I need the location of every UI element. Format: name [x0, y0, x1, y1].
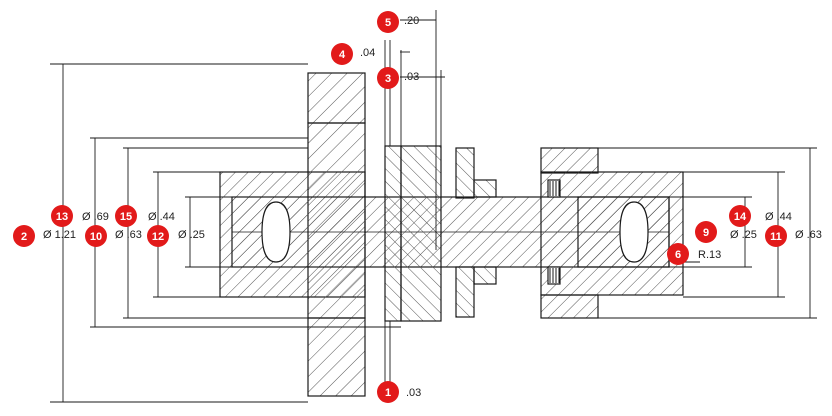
dim-3: .03	[404, 71, 419, 83]
dim-15: Ø .44	[148, 211, 175, 223]
dim-10: Ø .63	[115, 229, 142, 241]
balloon-6-label: 6	[675, 249, 681, 261]
dim-11: Ø .63	[795, 229, 822, 241]
dim-14: Ø .44	[765, 211, 792, 223]
dim-5: .20	[404, 15, 419, 27]
dim-9: Ø .25	[730, 229, 757, 241]
balloon-5: 5	[377, 11, 399, 33]
balloons: 1 2 3 4 5 6 9 10 11 12 13 14 15	[13, 11, 787, 403]
dim-1: .03	[406, 387, 421, 399]
knurl-bottom	[547, 266, 561, 285]
balloon-13-label: 13	[56, 211, 68, 223]
knurl-lines	[549, 181, 560, 283]
left-flange-top	[307, 72, 366, 124]
balloon-14-label: 14	[734, 211, 747, 223]
balloon-15: 15	[115, 205, 137, 227]
dim-4: .04	[360, 47, 375, 59]
dim-13: Ø .69	[82, 211, 109, 223]
balloon-14: 14	[729, 205, 751, 227]
balloon-6: 6	[667, 243, 689, 265]
balloon-15-label: 15	[120, 211, 132, 223]
balloon-12: 12	[147, 225, 169, 247]
middle-gear-bottom	[455, 266, 475, 318]
balloon-11: 11	[765, 225, 787, 247]
knurl-top	[547, 179, 561, 198]
balloon-4: 4	[331, 43, 353, 65]
spacer-middle	[400, 145, 442, 322]
balloon-5-label: 5	[385, 17, 391, 29]
balloon-13: 13	[51, 205, 73, 227]
right-bearing	[619, 201, 649, 263]
balloon-1: 1	[377, 381, 399, 403]
washer-thin	[384, 145, 402, 322]
balloon-4-label: 4	[339, 49, 346, 61]
dim-6: R.13	[698, 249, 721, 261]
dimension-lines	[50, 10, 817, 403]
balloon-9: 9	[695, 221, 717, 243]
dim-12: Ø .25	[178, 229, 205, 241]
part-section-geometry	[219, 72, 684, 397]
balloon-11-label: 11	[770, 231, 782, 243]
left-flange-bottom	[307, 317, 366, 397]
balloon-2-label: 2	[21, 231, 27, 243]
left-bearing	[261, 201, 291, 263]
right-housing-bottom	[540, 294, 599, 319]
middle-gear-top	[455, 147, 475, 199]
dimension-texts: .03 Ø 1.21 .03 .04 .20 R.13 Ø .25 Ø .63 …	[43, 15, 822, 399]
balloon-12-label: 12	[152, 231, 164, 243]
balloon-3: 3	[377, 67, 399, 89]
balloon-1-label: 1	[385, 387, 391, 399]
balloon-10: 10	[85, 225, 107, 247]
balloon-9-label: 9	[703, 227, 709, 239]
dim-2: Ø 1.21	[43, 229, 76, 241]
balloon-3-label: 3	[385, 73, 391, 85]
balloon-10-label: 10	[90, 231, 102, 243]
middle-gear-teeth-bottom	[473, 266, 497, 285]
right-housing-top	[540, 147, 599, 174]
balloon-2: 2	[13, 225, 35, 247]
middle-gear-teeth-top	[473, 179, 497, 198]
